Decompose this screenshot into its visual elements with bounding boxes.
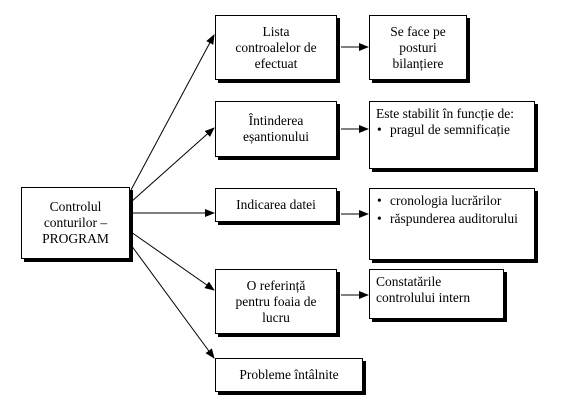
branch-line: efectuat — [254, 55, 298, 71]
detail-bullet-list: pragul de semnificație — [376, 122, 528, 138]
branch-text: O referință pentru foaia de lucru — [236, 278, 317, 326]
detail-bullet: cronologia lucrărilor — [376, 193, 528, 209]
branch-line: Probleme întâlnite — [239, 367, 339, 382]
root-line: PROGRAM — [42, 231, 109, 246]
root-node-text: Controlul conturilor – PROGRAM — [42, 199, 109, 247]
branch-box-referinta-foaia-de-lucru: O referință pentru foaia de lucru — [215, 269, 337, 334]
root-line: conturilor – — [43, 215, 108, 230]
detail-box-prag-semnificatie: Este stabilit în funcție de: pragul de s… — [369, 101, 535, 169]
branch-line: Indicarea datei — [236, 197, 316, 212]
branch-line: eșantionului — [243, 129, 309, 144]
branch-text: Indicarea datei — [236, 197, 316, 213]
arrow-root-to-referinta — [130, 231, 215, 291]
branch-line: pentru foaia de — [235, 293, 317, 309]
detail-text: Se face pe posturi bilanțiere — [390, 24, 445, 72]
root-line: Controlul — [49, 199, 102, 214]
branch-box-lista-controalelor: Lista controalelor de efectuat — [215, 15, 337, 80]
detail-bullet: pragul de semnificație — [376, 122, 528, 138]
detail-box-cronologie-raspundere: cronologia lucrărilor răspunderea audito… — [369, 188, 535, 260]
detail-box-posturi-bilantiere: Se face pe posturi bilanțiere — [369, 15, 467, 80]
branch-line: controalelor de — [235, 39, 317, 55]
detail-line: Se face pe — [390, 23, 446, 39]
detail-bullet: răspunderea auditorului — [376, 211, 528, 227]
root-node-box: Controlul conturilor – PROGRAM — [21, 187, 130, 259]
branch-box-probleme-intalnite: Probleme întâlnite — [215, 358, 363, 392]
arrow-root-to-intinderea — [130, 127, 215, 203]
branch-text: Întinderea eșantionului — [243, 113, 309, 145]
branch-line: Întinderea — [248, 113, 304, 128]
detail-heading: Este stabilit în funcție de: — [376, 106, 514, 121]
branch-box-indicarea-datei: Indicarea datei — [215, 188, 337, 222]
branch-text: Probleme întâlnite — [239, 367, 338, 383]
detail-text: Constatările controlului intern — [376, 274, 471, 305]
branch-text: Lista controalelor de efectuat — [235, 24, 316, 72]
detail-box-constatari-control-intern: Constatările controlului intern — [369, 269, 504, 319]
branch-line: O referință — [246, 277, 306, 293]
arrow-root-to-lista — [130, 34, 215, 191]
detail-line: bilanțiere — [392, 55, 444, 71]
arrow-root-to-probleme — [130, 244, 215, 359]
branch-line: Lista — [262, 23, 290, 39]
detail-line: posturi — [399, 39, 437, 55]
branch-line: lucru — [262, 309, 290, 325]
branch-box-intinderea-esantionului: Întinderea eșantionului — [215, 101, 337, 157]
detail-bullet-list: cronologia lucrărilor răspunderea audito… — [376, 193, 528, 227]
